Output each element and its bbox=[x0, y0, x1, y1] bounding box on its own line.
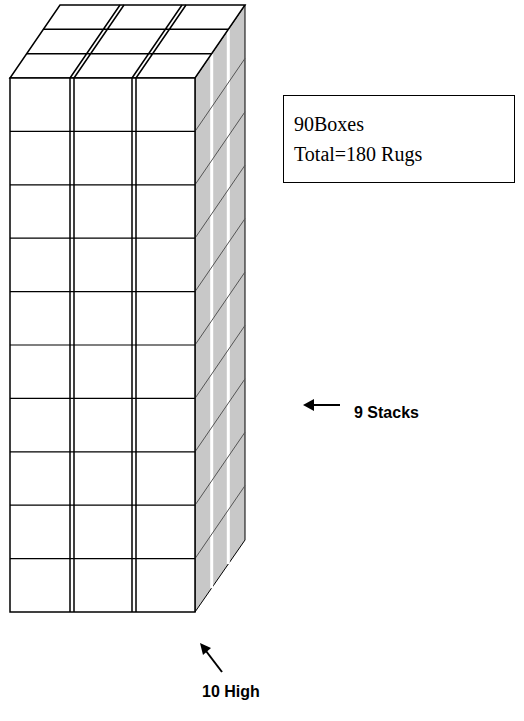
front-rows bbox=[10, 131, 195, 558]
box-text: Total=180 Rugs bbox=[294, 139, 504, 169]
dimension-label: 10 High bbox=[200, 683, 262, 701]
summary-box: 90BoxesTotal=180 Rugs bbox=[283, 95, 515, 183]
stack-top-face bbox=[10, 5, 245, 78]
stack-side-face bbox=[195, 5, 245, 612]
dimension-label: 9 Stacks bbox=[352, 404, 421, 422]
side-rows bbox=[195, 58, 245, 558]
top-grid bbox=[27, 5, 229, 78]
stack-front-face bbox=[10, 78, 195, 612]
leader-line bbox=[312, 404, 340, 406]
arrow-head bbox=[200, 643, 211, 655]
arrow-head bbox=[303, 399, 314, 411]
box-text: 90Boxes bbox=[294, 109, 504, 139]
leader-line bbox=[206, 651, 222, 672]
